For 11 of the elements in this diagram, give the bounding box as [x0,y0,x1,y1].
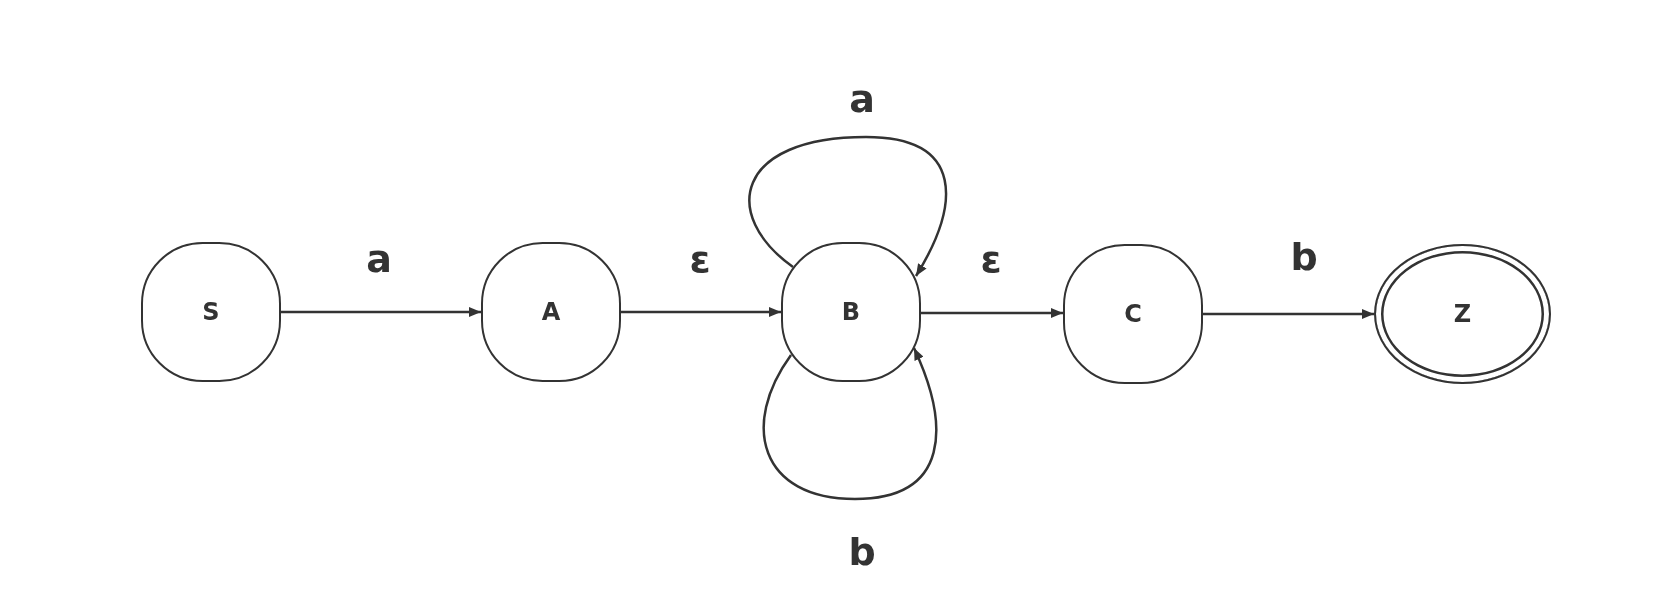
state-label: Z [1453,300,1472,328]
state-label: B [841,298,861,326]
arrow [748,135,948,277]
arrow [1203,309,1374,319]
state-label: C [1124,300,1142,328]
state-label: A [541,298,561,326]
arrow [621,307,781,317]
state-label: S [202,298,220,326]
arrow [762,347,938,501]
arrow [921,308,1063,318]
arrow [281,307,481,317]
